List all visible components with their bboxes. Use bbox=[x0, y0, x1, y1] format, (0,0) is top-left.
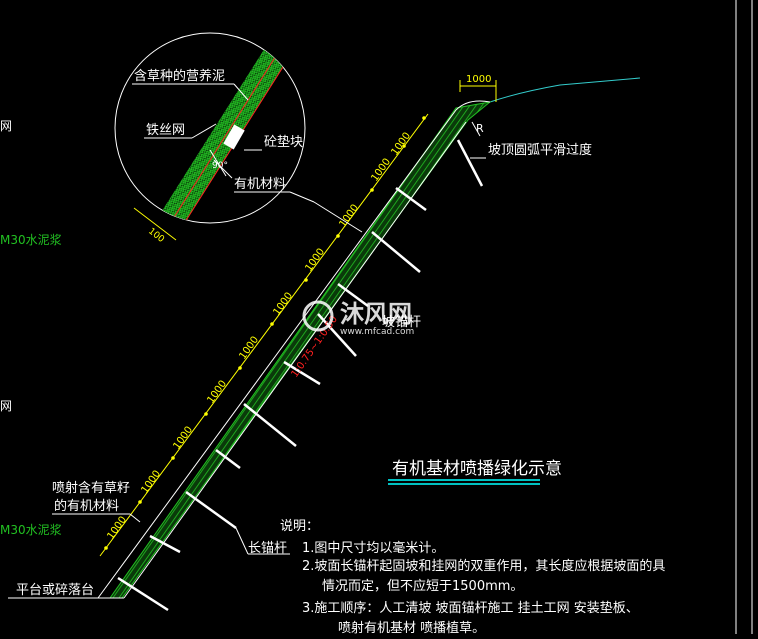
spacing-label: 1000 bbox=[303, 247, 327, 274]
spacing-label: 1000 bbox=[171, 425, 195, 452]
slope-surface-line bbox=[97, 109, 457, 599]
slope-subgrade-line bbox=[123, 121, 467, 599]
anchor bbox=[283, 360, 321, 386]
watermark-url: www.mfcad.com bbox=[340, 327, 414, 337]
detail-circle bbox=[114, 32, 306, 224]
detail-dim-label: 100 bbox=[146, 226, 166, 245]
anchor bbox=[317, 313, 357, 357]
detail-organic-label: 有机材料 bbox=[234, 177, 286, 192]
watermark: 沐风网 www.mfcad.com bbox=[302, 300, 414, 337]
spacing-label: 1000 bbox=[337, 203, 361, 230]
spacing-label: 1000 bbox=[369, 157, 393, 184]
anchor bbox=[456, 139, 484, 187]
anchor bbox=[395, 186, 427, 212]
crest-dim-label: 1000 bbox=[466, 74, 491, 85]
anchor bbox=[185, 490, 237, 530]
note-1: 1.图中尺寸均以毫米计。 bbox=[302, 540, 444, 556]
spacing-label: 1000 bbox=[205, 379, 229, 406]
slope-anchor-label: 坡锚杆 bbox=[382, 315, 421, 330]
crest-arc-label: 坡顶圆弧平滑过度 bbox=[488, 142, 592, 158]
anchors bbox=[117, 139, 484, 612]
notes-heading: 说明： bbox=[280, 519, 319, 534]
spray-label-2: 的有机材料 bbox=[54, 498, 119, 514]
note-2a: 2.坡面长锚杆起固坡和挂网的双重作用，其长度应根据坡面的具 bbox=[302, 558, 665, 574]
spacing-label: 1000 bbox=[389, 131, 413, 158]
anchor bbox=[371, 231, 421, 273]
spacing-label: 1000 bbox=[139, 469, 163, 496]
anchor bbox=[337, 282, 369, 308]
spacing-label: 1000 bbox=[271, 291, 295, 318]
watermark-brand: 沐风网 bbox=[340, 300, 412, 328]
left-cement-label-2: M30水泥浆 bbox=[0, 522, 62, 537]
diagram-title: 有机基材喷播绿化示意 bbox=[392, 459, 562, 479]
left-cement-label-1: M30水泥浆 bbox=[0, 232, 62, 247]
detail-pad-label: 砼垫块 bbox=[264, 134, 303, 150]
dimension-ticks bbox=[104, 116, 426, 550]
note-2b: 情况而定，但不应短于1500mm。 bbox=[322, 578, 523, 594]
concrete-pad bbox=[223, 124, 245, 150]
detail-dim-line bbox=[133, 207, 177, 241]
detail-mesh-label: 铁丝网 bbox=[146, 123, 185, 138]
note-3a: 3.施工顺序：人工清坡 坡面锚杆施工 挂土工网 安装垫板、 bbox=[302, 600, 639, 616]
platform-label: 平台或碎落台 bbox=[16, 583, 94, 598]
spacing-label: 1000 bbox=[105, 515, 129, 542]
anchor bbox=[149, 534, 181, 554]
anchor bbox=[243, 403, 297, 447]
anchor bbox=[215, 449, 241, 469]
radius-label: R bbox=[476, 122, 484, 135]
crest-arc bbox=[455, 100, 491, 111]
spray-label-1: 喷射含有草籽 bbox=[52, 480, 130, 496]
detail-soil-label: 含草种的营养泥 bbox=[134, 68, 225, 84]
ground-line bbox=[489, 77, 641, 103]
spacing-label: 1000 bbox=[237, 335, 261, 362]
long-anchor-label: 长锚杆 bbox=[248, 541, 287, 556]
left-mesh-label-1: 网 bbox=[0, 119, 12, 133]
detail-connector bbox=[289, 191, 315, 203]
note-3b: 喷射有机基材 喷播植草。 bbox=[338, 620, 485, 634]
slope-dimension-line bbox=[99, 113, 429, 557]
detail-angle-label: 90° bbox=[212, 161, 228, 171]
anchor bbox=[117, 576, 169, 612]
left-mesh-label-2: 网 bbox=[0, 399, 12, 413]
